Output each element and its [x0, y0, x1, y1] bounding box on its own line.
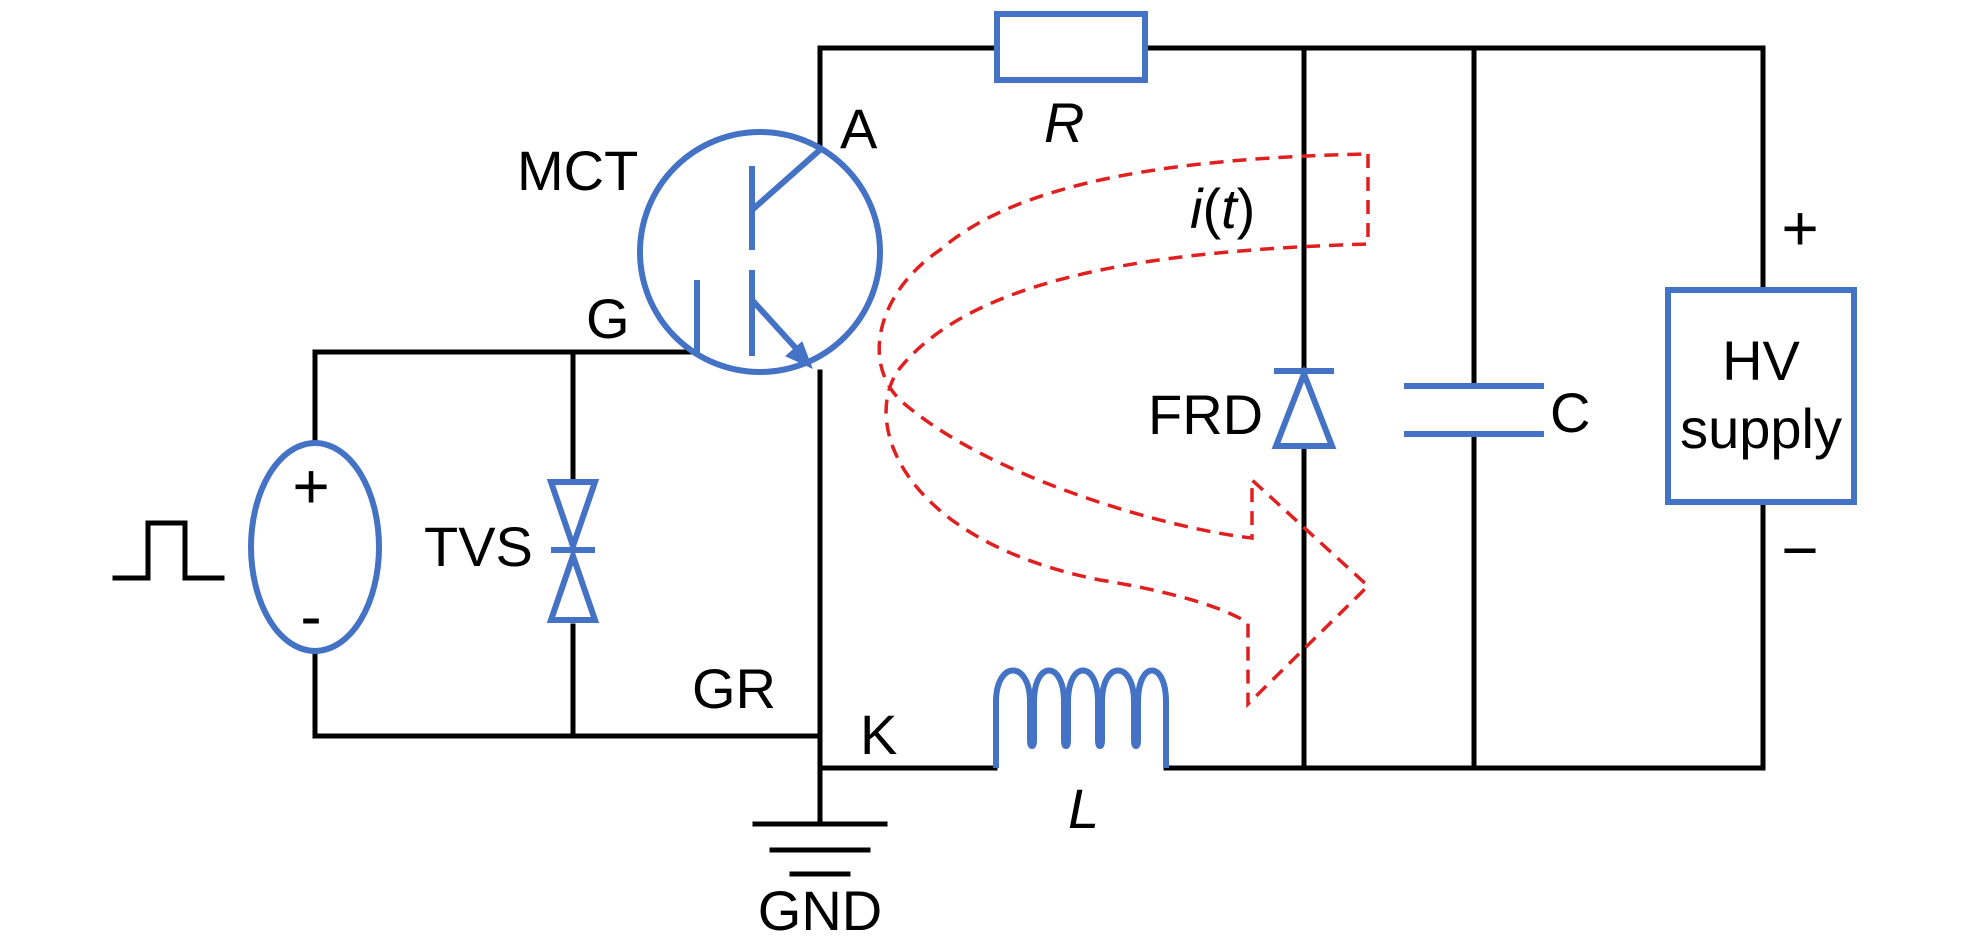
current-path-arrow	[877, 152, 1371, 709]
capacitor-c	[1404, 383, 1544, 437]
gate-label: G	[586, 287, 630, 350]
gate-return-label: GR	[692, 657, 776, 720]
hv-supply-label-line1: HV	[1722, 329, 1800, 392]
anode-label: A	[840, 97, 878, 160]
hv-supply-label-line2: supply	[1680, 397, 1842, 460]
square-pulse-icon	[112, 520, 225, 581]
mct-label: MCT	[517, 139, 638, 202]
tvs-diode	[546, 479, 600, 623]
wires	[312, 45, 1766, 825]
hv-plus-sign: +	[1781, 192, 1818, 264]
inductor-l	[993, 667, 1169, 768]
ground-symbol-icon	[752, 821, 888, 877]
hv-minus-sign: −	[1781, 514, 1818, 586]
current-label: i(t)	[1190, 177, 1255, 240]
source-minus-sign: -	[300, 580, 321, 652]
mct-transistor	[637, 129, 883, 375]
inductor-label: L	[1068, 777, 1099, 840]
tvs-label: TVS	[424, 515, 533, 578]
pulse-source	[248, 440, 382, 654]
cathode-label: K	[860, 703, 897, 766]
capacitor-label: C	[1550, 381, 1590, 444]
frd-diode	[1271, 365, 1337, 449]
resistor-label: R	[1044, 91, 1084, 154]
ground-label: GND	[758, 879, 882, 942]
frd-label: FRD	[1148, 383, 1263, 446]
hv-supply-box	[1665, 287, 1857, 505]
source-plus-sign: +	[292, 450, 329, 522]
resistor-r	[994, 11, 1148, 83]
